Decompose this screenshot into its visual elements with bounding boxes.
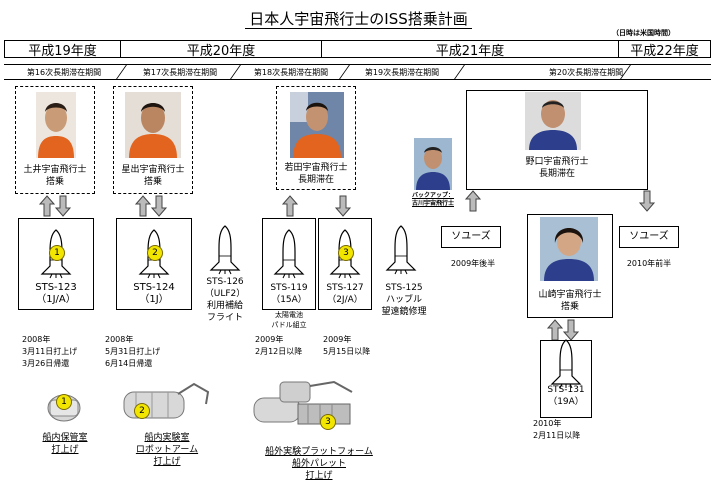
noguchi-label: 野口宇宙飛行士長期滞在 [525, 157, 589, 179]
module-badge-1: 1 [56, 394, 72, 410]
module-badge-3: 3 [320, 414, 336, 430]
sts119-label: STS-119（15A） [270, 283, 308, 305]
expedition-bar [4, 64, 711, 80]
expedition-19: 第19次長期滞在期間 [364, 67, 440, 77]
module-2-label: 船内実験室ロボットアーム打上げ [135, 433, 199, 467]
expedition-18: 第18次長期滞在期間 [253, 67, 329, 77]
soyuz-box-1: ソユーズ [441, 226, 501, 248]
expedition-16: 第16次長期滞在期間 [26, 67, 102, 77]
doi-label: 土井宇宙飛行士搭乗 [23, 165, 87, 187]
sts125-label: STS-125 ハッブル 望遠鏡修理 [381, 283, 427, 317]
expedition-20: 第20次長期滞在期間 [548, 67, 624, 77]
sts123-label: STS-123（1J/A） [35, 282, 77, 305]
soyuz-date-2: 2010年前半 [626, 259, 672, 268]
wakata-card [276, 86, 356, 190]
timezone-note: （日時は米国時間） [612, 29, 675, 37]
shuttle-icon [210, 225, 240, 275]
sts126-label: STS-126 （ULF2） 利用補給 フライト [204, 277, 246, 323]
badge-3: 3 [338, 245, 354, 261]
sts119-extra: 太陽電池パドル組立 [271, 311, 307, 329]
shuttle-icon [274, 229, 304, 279]
hoshide-label: 星出宇宙飛行士搭乗 [121, 165, 185, 187]
furukawa-label: バックアップ：古川宇宙飛行士 [411, 192, 454, 207]
soyuz-date-1: 2009年後半 [450, 259, 496, 268]
wakata-label: 若田宇宙飛行士長期滞在 [284, 163, 348, 185]
shuttle-icon [386, 225, 416, 275]
yamazaki-label: 山崎宇宙飛行士搭乗 [538, 290, 602, 312]
sts124-label: STS-124（1J） [133, 282, 175, 305]
year-h22: 平成22年度 [618, 40, 711, 59]
badge-2: 2 [147, 245, 163, 261]
module-ef-image [253, 380, 353, 425]
module-pm-arm-image [123, 382, 210, 419]
doi-card [15, 86, 95, 194]
badge-1: 1 [49, 245, 65, 261]
yamazaki-portrait [540, 217, 598, 281]
module-badge-2: 2 [134, 403, 150, 419]
year-h20: 平成20年度 [120, 40, 322, 59]
hoshide-card [113, 86, 193, 194]
sts131-label: STS-131（19A） [547, 385, 585, 407]
doi-portrait [36, 92, 76, 158]
noguchi-portrait [525, 92, 581, 150]
expedition-17: 第17次長期滞在期間 [142, 67, 218, 77]
module-1-label: 船内保管室打上げ [42, 433, 88, 455]
sts127-label: STS-127（2J/A） [326, 283, 364, 305]
hoshide-portrait [125, 92, 181, 158]
module-3-label: 船外実験プラットフォーム船外パレット打上げ [265, 447, 373, 481]
year-h19: 平成19年度 [4, 40, 121, 59]
page-title: 日本人宇宙飛行士のISS搭乗計画 [0, 8, 717, 29]
soyuz-box-2: ソユーズ [619, 226, 679, 248]
furukawa-portrait [414, 138, 452, 190]
wakata-portrait [290, 92, 344, 158]
year-h21: 平成21年度 [321, 40, 619, 59]
shuttle-icon [551, 339, 581, 389]
